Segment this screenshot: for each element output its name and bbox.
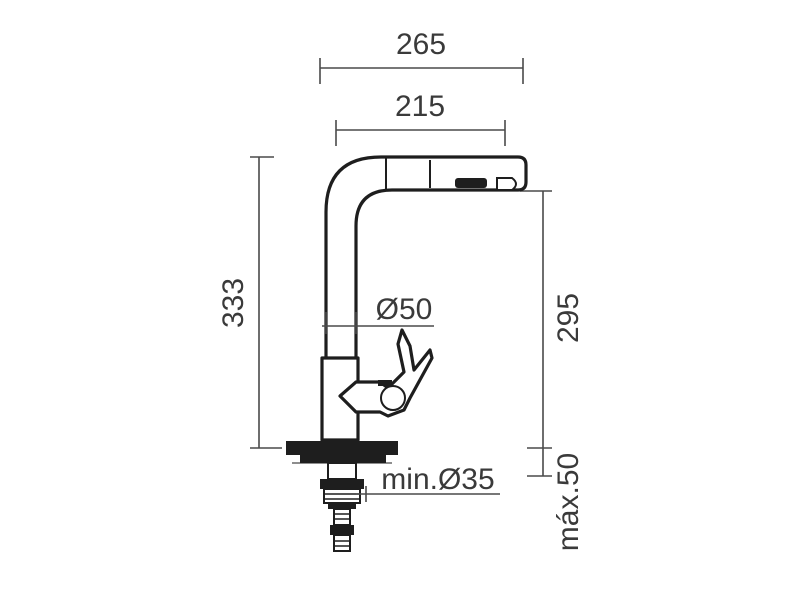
spray-head-grip: [455, 178, 487, 188]
dimension-hole-diameter: min.Ø35: [356, 463, 500, 502]
threaded-shank: [320, 462, 364, 552]
dimension-body-diameter: Ø50: [322, 293, 434, 334]
max-thickness-label: máx.50: [552, 453, 585, 551]
hole-diameter-label: min.Ø35: [381, 463, 494, 496]
spray-head-nozzle: [496, 177, 517, 191]
reach-label: 215: [395, 90, 445, 123]
dimension-spout-height: 295: [520, 190, 585, 449]
overall-width-label: 265: [396, 28, 446, 61]
lever-cartridge: [380, 385, 406, 411]
spout-height-label: 295: [552, 293, 585, 343]
lever-cap: [378, 380, 392, 386]
total-height-label: 333: [217, 278, 250, 328]
counter-plate: [286, 441, 398, 455]
dimension-overall-width: 265: [319, 28, 524, 84]
dimension-reach: 215: [335, 90, 506, 146]
dimension-total-height: 333: [217, 156, 282, 449]
body-diameter-label: Ø50: [376, 293, 433, 326]
faucet: Ø50 min.Ø35: [286, 155, 528, 552]
dimension-max-thickness: máx.50: [527, 448, 585, 551]
